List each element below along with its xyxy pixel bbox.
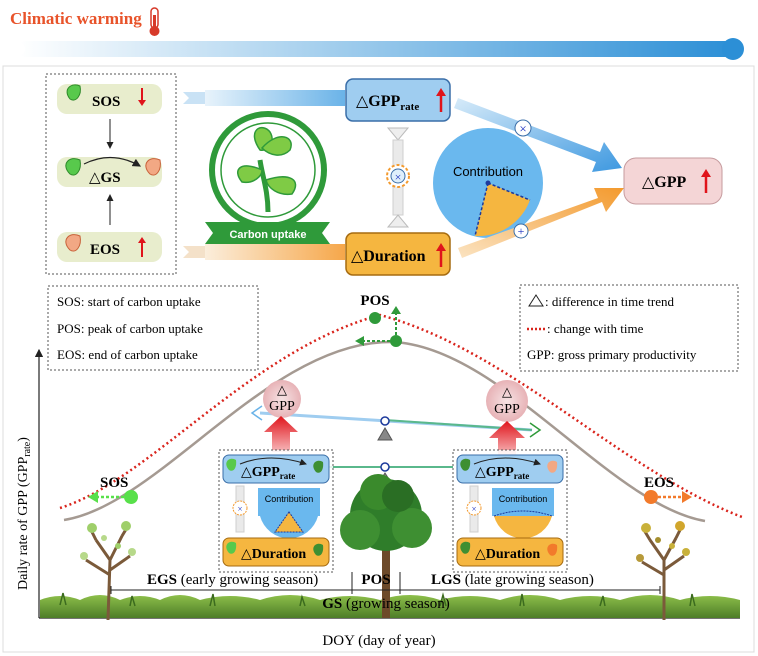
legend-right-dotted: : change with time (547, 321, 644, 336)
gpp-total-label: △GPP (642, 174, 687, 191)
svg-text:△Duration: △Duration (475, 547, 540, 562)
carbon-uptake-logo: Carbon uptake (205, 111, 330, 244)
svg-text:△: △ (277, 382, 287, 397)
svg-text:Contribution: Contribution (265, 494, 314, 504)
svg-text:×: × (471, 504, 476, 514)
logo-text: Carbon uptake (229, 229, 306, 241)
egs-red-up-arrow (264, 416, 298, 452)
egs-label: EGS (early growing season) (147, 572, 318, 588)
sos-row: SOS (57, 84, 162, 114)
interaction-connector: × (386, 127, 410, 228)
contribution-pie: Contribution (433, 128, 543, 238)
egs-delta-gpp: △ GPP (263, 380, 301, 452)
eos-right-arrow (682, 491, 692, 503)
legend-left-sos: SOS: start of carbon uptake (57, 294, 201, 309)
svg-text:GPP: GPP (494, 402, 520, 417)
gpp-rate-sub: rate (400, 101, 419, 113)
multiply-symbol-2: × (519, 121, 526, 136)
green-leaf-icon (66, 84, 81, 101)
lgs-red-up-arrow (489, 421, 525, 455)
pos-point-old (390, 335, 402, 347)
header-title: Climatic warming (10, 9, 142, 28)
gs-label: △GS (89, 170, 121, 186)
orange-leaf-icon (65, 234, 81, 252)
gs-row: △GS (57, 156, 162, 187)
eos-chevron (183, 246, 211, 258)
outer-frame (2, 65, 755, 653)
seesaw-fulcrum-upper (377, 427, 393, 441)
up-arrow-icon (436, 243, 446, 267)
lgs-delta-gpp: △ GPP (486, 380, 528, 455)
plus-symbol: + (518, 224, 525, 238)
eos-to-duration-arrow (205, 244, 345, 260)
svg-text:△GPPrate: △GPPrate (356, 93, 419, 113)
duration-label: △Duration (351, 248, 426, 265)
legend-right-gpp: GPP: gross primary productivity (527, 347, 697, 362)
sos-to-gpprate-arrow (205, 90, 345, 106)
legend-left-eos: EOS: end of carbon uptake (57, 347, 198, 362)
gs-span-arrow (83, 156, 142, 167)
eos-curve-label: EOS (644, 475, 674, 491)
duration-box: △Duration (345, 232, 451, 276)
svg-text:×: × (237, 504, 242, 514)
phenology-box (45, 73, 177, 275)
pos-season-label: POS (361, 572, 390, 588)
green-leaf-icon (65, 158, 81, 176)
up-arrow-icon (701, 169, 711, 193)
legend-right-delta: : difference in time trend (545, 294, 674, 309)
svg-text:△Duration: △Duration (241, 547, 306, 562)
gpp-total-box: △GPP (623, 157, 723, 205)
duration-to-gpp-arrow (458, 188, 624, 258)
gpp-rate-label: △GPP (356, 93, 401, 110)
svg-text:Contribution: Contribution (499, 494, 548, 504)
sos-point (124, 490, 138, 504)
x-axis-label: DOY (day of year) (322, 633, 435, 649)
up-arrow-icon (138, 237, 146, 257)
lgs-mini-panel: △GPPrate × Contribution △Duration (452, 449, 568, 573)
sos-label: SOS (92, 94, 120, 110)
y-axis-label: Daily rate of GPP (GPPrate) (16, 437, 33, 590)
gpprate-to-gpp-arrow (454, 98, 622, 172)
legend-left-box (47, 285, 259, 371)
svg-text:△: △ (502, 384, 512, 399)
delta-icon (528, 294, 544, 307)
sprout-leaf-icon (260, 136, 292, 156)
lush-tree-icon (340, 474, 432, 618)
autumn-tree-icon (636, 521, 690, 620)
lgs-label: LGS (late growing season) (431, 572, 594, 588)
legend-right-box (519, 284, 739, 372)
thermometer-icon (149, 7, 160, 36)
bare-tree-icon (80, 521, 136, 621)
up-arrow-icon (138, 88, 146, 106)
sprout-stem-icon (257, 159, 271, 213)
pos-point-new (369, 312, 381, 324)
orange-leaf-icon (145, 158, 161, 176)
multiply-symbol: × (395, 170, 402, 184)
legend-left-pos: POS: peak of carbon uptake (57, 321, 203, 336)
sprout-leaf-icon (265, 176, 297, 196)
gs-label: GS (growing season) (322, 596, 450, 612)
eos-point (644, 490, 658, 504)
svg-text:△GPPrate: △GPPrate (241, 465, 295, 481)
pos-top-label: POS (360, 293, 389, 309)
egs-mini-panel: △GPPrate × Contribution △Duration (218, 449, 334, 573)
sos-curve-label: SOS (100, 475, 128, 491)
sprout-leaf-icon (237, 165, 263, 184)
contribution-label: Contribution (453, 164, 523, 179)
svg-text:△GPPrate: △GPPrate (475, 465, 529, 481)
gpp-rate-box: △GPPrate (345, 78, 451, 122)
eos-row: EOS (57, 232, 162, 262)
eos-label: EOS (90, 242, 120, 258)
sos-chevron (183, 92, 211, 104)
svg-text:GPP: GPP (269, 399, 295, 414)
warming-gradient-bar (11, 38, 744, 60)
sos-left-arrow (88, 491, 98, 503)
up-arrow-icon (436, 88, 446, 112)
